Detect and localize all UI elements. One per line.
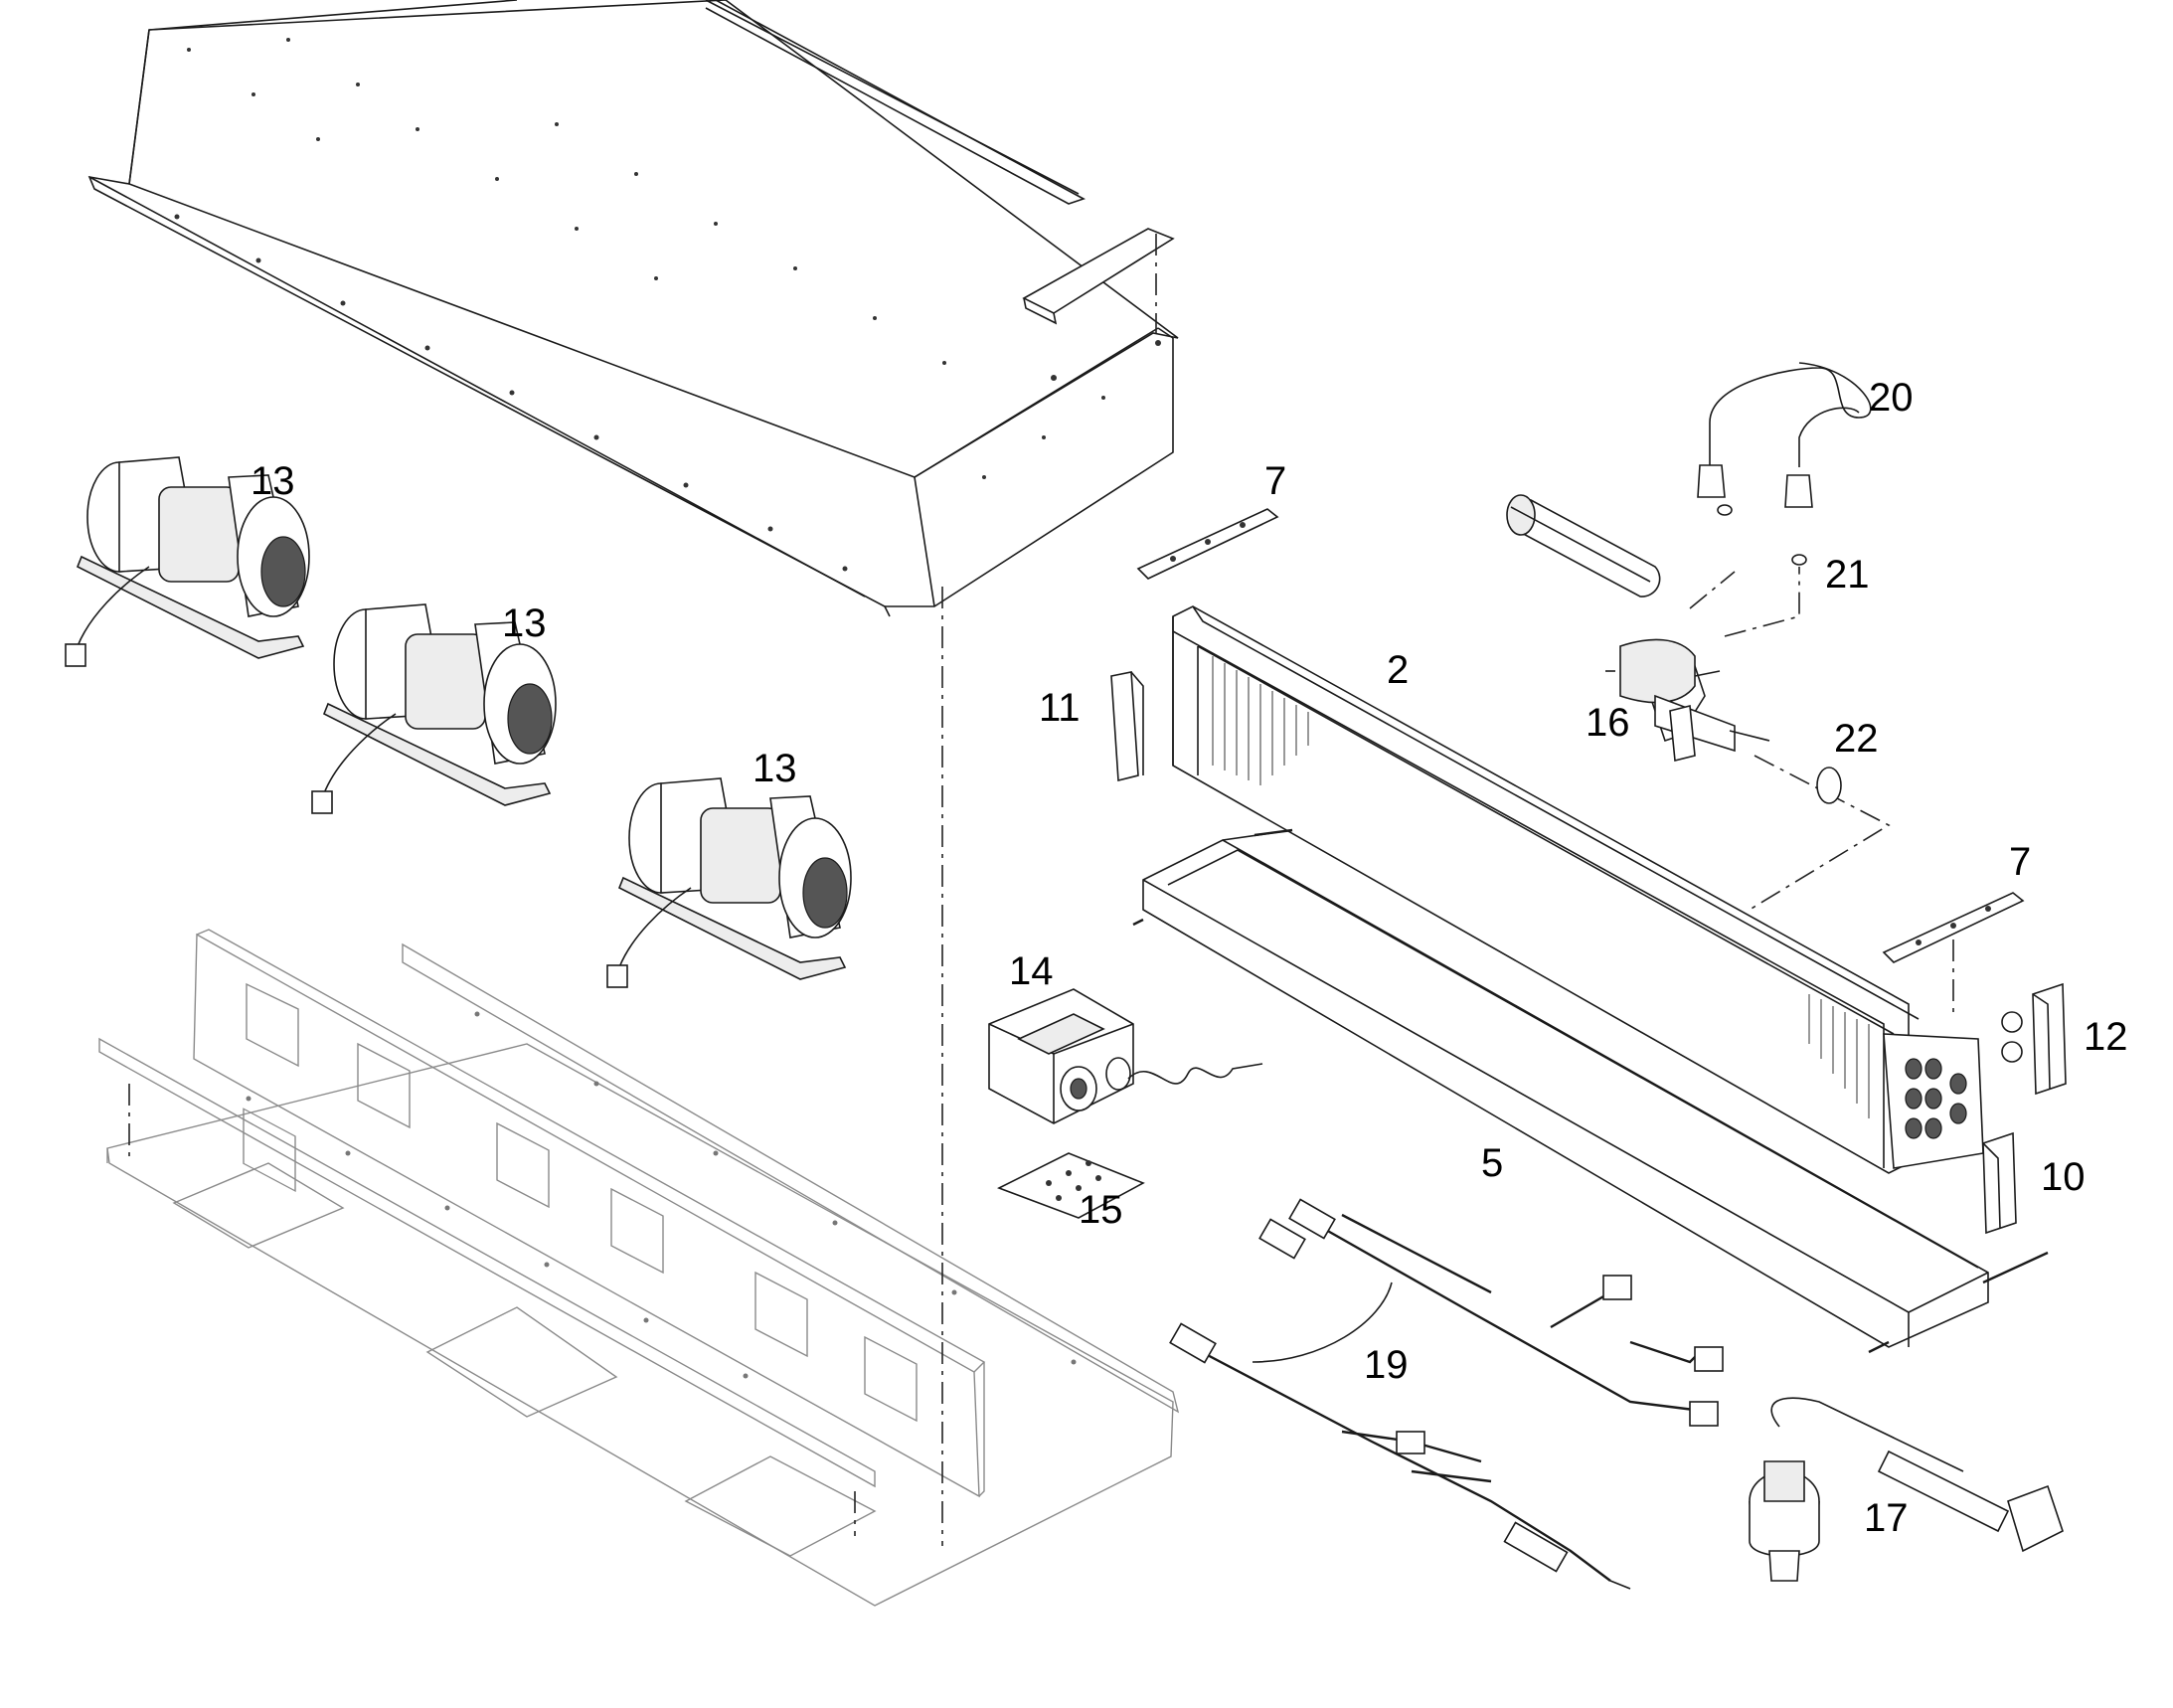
bracket-10 [1982,1131,2017,1235]
wiring-harness [1169,1198,1724,1590]
assembly-line-bulb [1689,571,1736,609]
blower-assembly-2 [311,603,557,814]
assembly-line-switch [1724,567,1800,637]
callout-16: 16 [1586,701,1630,745]
thermostat [988,988,1263,1124]
drain-pan [1132,828,2049,1354]
callout-17: 17 [1864,1496,1909,1540]
callout-15: 15 [1079,1188,1123,1232]
callout-labels: 13 13 13 7 7 2 11 16 20 21 22 14 15 5 12… [251,376,2128,1540]
sensing-bulb [1510,506,1651,583]
callout-20: 20 [1869,376,1914,420]
callout-14: 14 [1009,949,1054,993]
mounting-strip-top [1136,508,1279,580]
callout-2: 2 [1387,648,1409,692]
callout-13-middle: 13 [502,601,547,645]
callout-19: 19 [1364,1343,1409,1387]
callout-7-bottom: 7 [2009,840,2031,884]
mounting-plate-15 [997,1152,1145,1219]
top-cover-housing [87,0,1179,617]
callout-13-bottom: 13 [752,747,797,790]
callout-21: 21 [1825,553,1870,597]
expansion-valve [1506,494,1770,763]
callout-5: 5 [1481,1141,1503,1185]
callout-22: 22 [1834,717,1879,761]
callout-7-top: 7 [1264,459,1286,503]
o-ring-22 [1816,767,1842,804]
callout-11: 11 [1039,686,1081,730]
callout-13-top: 13 [251,459,295,503]
mounting-strip-bottom [1882,892,2025,963]
assembly-line-coil [1749,755,1891,911]
callout-12: 12 [2084,1015,2128,1059]
bracket-11 [1110,671,1144,782]
blower-assembly-3 [606,777,852,988]
pressure-switch-capillary [1697,362,1872,566]
pressure-switch-17 [1749,1397,2064,1582]
base-frame-panels [98,929,1180,1607]
callout-10: 10 [2041,1155,2086,1199]
blower-assembly-1 [65,456,310,667]
bracket-12 [2001,982,2067,1096]
